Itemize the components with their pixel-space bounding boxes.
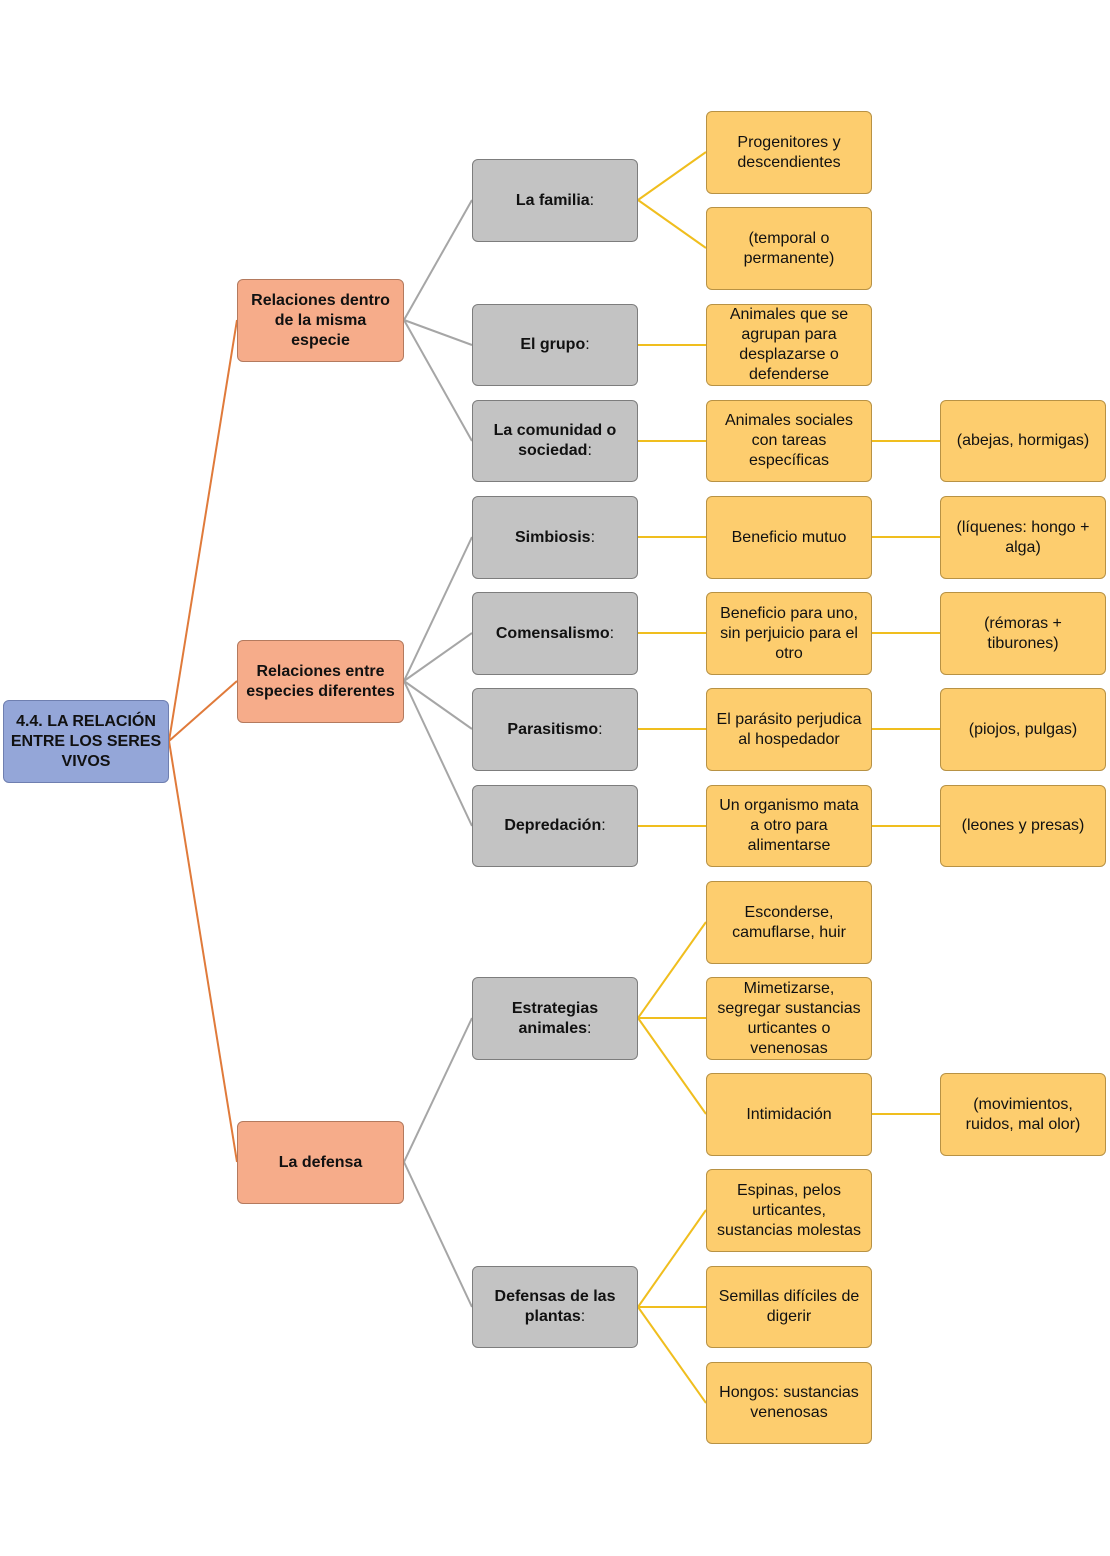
example-label: (movimientos, ruidos, mal olor) (965, 1095, 1081, 1133)
branch-label: Relaciones dentro de la misma especie (251, 291, 390, 349)
child-node-comensalismo: Comensalismo: (472, 592, 638, 675)
connector-b2-c0-l0 (637, 921, 707, 1019)
branch-node-same-species: Relaciones dentro de la misma especie (237, 279, 404, 362)
example-node: (rémoras + tiburones) (940, 592, 1106, 675)
leaf-node: Mimetizarse, segregar sustancias urtican… (706, 977, 872, 1060)
example-node: (movimientos, ruidos, mal olor) (940, 1073, 1106, 1156)
connector-b1-c1 (403, 632, 473, 682)
leaf-node: Un organismo mata a otro para alimentars… (706, 785, 872, 867)
connector-b0-c1 (403, 319, 473, 346)
child-label: La familia (515, 191, 590, 209)
connector-b2-c0-l2 (637, 1017, 707, 1115)
leaf-node: Hongos: sustancias venenosas (706, 1362, 872, 1444)
connector-b0-c0-l1 (637, 199, 707, 249)
root-node: 4.4. LA RELACIÓN ENTRE LOS SERES VIVOS (3, 700, 169, 783)
leaf-label: Semillas difíciles de digerir (718, 1288, 860, 1325)
example-label: (leones y presas) (961, 817, 1085, 834)
connector-b2-c1 (403, 1161, 473, 1308)
leaf-label: Animales que se agrupan para desplazarse… (729, 306, 849, 383)
child-suffix: : (580, 1308, 586, 1325)
leaf-label: (temporal o permanente) (743, 229, 835, 267)
connector-root-branch-1 (168, 680, 238, 742)
example-node: (líquenes: hongo + alga) (940, 496, 1106, 579)
child-suffix: : (585, 336, 590, 353)
example-label: (rémoras + tiburones) (984, 614, 1062, 652)
child-label: El grupo (520, 336, 586, 353)
leaf-label: Esconderse, camuflarse, huir (732, 903, 846, 941)
connector-b0-c2 (403, 319, 473, 442)
branch-label: Relaciones entre especies diferentes (246, 662, 395, 700)
child-node-simbiosis: Simbiosis: (472, 496, 638, 579)
child-suffix: : (609, 624, 615, 642)
leaf-node: Progenitores y descendientes (706, 111, 872, 194)
leaf-node: Esconderse, camuflarse, huir (706, 881, 872, 964)
child-node-grupo: El grupo: (472, 304, 638, 386)
leaf-label: Beneficio mutuo (731, 528, 847, 546)
leaf-label: Beneficio para uno, sin perjuicio para e… (720, 604, 858, 662)
child-suffix: : (587, 1019, 592, 1037)
child-node-familia: La familia: (472, 159, 638, 242)
connector-b0-c0-l0 (637, 151, 707, 201)
connector-b0-c0 (403, 199, 473, 321)
leaf-label: Mimetizarse, segregar sustancias urtican… (717, 979, 861, 1057)
leaf-label: Espinas, pelos urticantes, sustancias mo… (716, 1181, 862, 1239)
example-node: (leones y presas) (940, 785, 1106, 867)
child-label: Simbiosis (514, 528, 591, 546)
example-node: (abejas, hormigas) (940, 400, 1106, 482)
example-label: (piojos, pulgas) (968, 720, 1078, 738)
child-suffix: : (590, 528, 596, 546)
child-node-defensas-plantas: Defensas de las plantas: (472, 1266, 638, 1348)
child-node-parasitismo: Parasitismo: (472, 688, 638, 771)
connector-root-branch-2 (168, 740, 238, 1163)
child-label: Estrategias animales (511, 999, 599, 1037)
root-label: 4.4. LA RELACIÓN ENTRE LOS SERES VIVOS (10, 712, 162, 770)
leaf-label: Progenitores y descendientes (737, 133, 841, 171)
child-suffix: : (589, 191, 595, 209)
leaf-node: Animales que se agrupan para desplazarse… (706, 304, 872, 386)
leaf-node: Espinas, pelos urticantes, sustancias mo… (706, 1169, 872, 1252)
example-node: (piojos, pulgas) (940, 688, 1106, 771)
leaf-node: Beneficio para uno, sin perjuicio para e… (706, 592, 872, 675)
child-suffix: : (587, 442, 592, 459)
child-node-depredacion: Depredación: (472, 785, 638, 867)
branch-label: La defensa (278, 1153, 363, 1171)
connector-b2-c1-l2 (637, 1306, 707, 1404)
child-label: Defensas de las plantas (494, 1288, 616, 1325)
child-label: Depredación (504, 817, 602, 834)
child-node-estrategias-animales: Estrategias animales: (472, 977, 638, 1060)
child-node-comunidad: La comunidad o sociedad: (472, 400, 638, 482)
leaf-node: Animales sociales con tareas específicas (706, 400, 872, 482)
connector-b2-c0 (403, 1017, 473, 1163)
leaf-node: Intimidación (706, 1073, 872, 1156)
leaf-node: Semillas difíciles de digerir (706, 1266, 872, 1348)
leaf-node: (temporal o permanente) (706, 207, 872, 290)
child-label: La comunidad o sociedad (493, 422, 617, 459)
branch-node-defense: La defensa (237, 1121, 404, 1204)
leaf-label: Intimidación (746, 1105, 832, 1123)
connector-b1-c0 (403, 536, 473, 682)
child-label: Parasitismo (507, 720, 599, 738)
connector-root-branch-0 (168, 319, 238, 742)
child-label: Comensalismo (495, 624, 610, 642)
leaf-label: Hongos: sustancias venenosas (719, 1384, 859, 1421)
child-suffix: : (601, 817, 606, 834)
branch-node-different-species: Relaciones entre especies diferentes (237, 640, 404, 723)
example-label: (abejas, hormigas) (956, 432, 1090, 449)
leaf-label: El parásito perjudica al hospedador (716, 710, 862, 748)
example-label: (líquenes: hongo + alga) (956, 518, 1090, 556)
connector-b2-c1-l0 (637, 1209, 707, 1308)
connector-b1-c2 (403, 680, 473, 730)
connector-b1-c3 (403, 680, 473, 827)
leaf-label: Un organismo mata a otro para alimentars… (719, 797, 859, 854)
leaf-node: Beneficio mutuo (706, 496, 872, 579)
leaf-node: El parásito perjudica al hospedador (706, 688, 872, 771)
leaf-label: Animales sociales con tareas específicas (724, 412, 854, 469)
child-suffix: : (598, 720, 603, 738)
